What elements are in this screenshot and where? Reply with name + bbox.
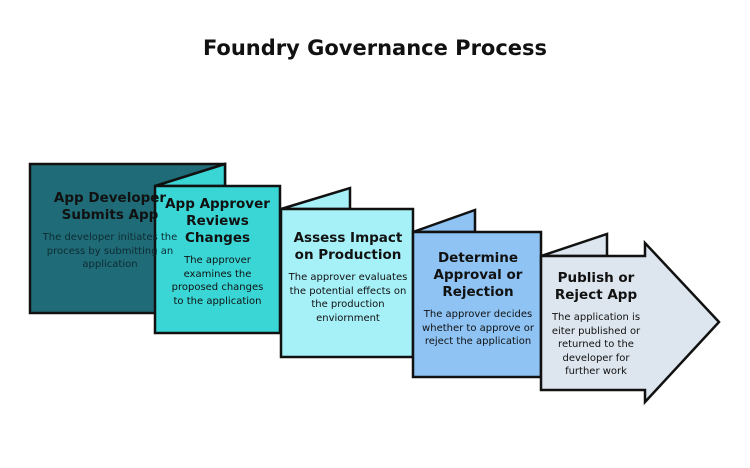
step-5-heading: Publish or Reject App xyxy=(554,270,638,303)
step-3-description: The approver evaluates the potential eff… xyxy=(288,272,408,324)
step-4: Determine Approval or Rejection The appr… xyxy=(420,250,536,349)
step-5-arrow xyxy=(539,239,721,406)
step-5: Publish or Reject App The application is… xyxy=(546,270,646,379)
step-2-fold xyxy=(280,186,352,211)
step-2-heading: App Approver Reviews Changes xyxy=(165,196,270,246)
step-1-description: The developer initiates the process by s… xyxy=(42,232,178,270)
step-1: App Developer Submits App The developer … xyxy=(36,190,184,272)
step-2: App Approver Reviews Changes The approve… xyxy=(160,196,275,308)
step-2-card xyxy=(153,184,282,335)
step-4-card xyxy=(411,230,543,379)
step-4-fold xyxy=(540,232,609,258)
diagram-title: Foundry Governance Process xyxy=(202,36,548,60)
step-1-heading: App Developer Submits App xyxy=(53,190,167,223)
step-4-heading: Determine Approval or Rejection xyxy=(433,250,523,300)
step-2-description: The approver examines the proposed chang… xyxy=(171,255,264,307)
step-5-description: The application is eiter published or re… xyxy=(551,312,641,377)
step-4-description: The approver decides whether to approve … xyxy=(422,309,534,347)
step-3-fold xyxy=(412,208,477,234)
step-3: Assess Impact on Production The approver… xyxy=(287,230,409,325)
step-3-card xyxy=(279,207,415,359)
step-3-heading: Assess Impact on Production xyxy=(293,230,403,263)
